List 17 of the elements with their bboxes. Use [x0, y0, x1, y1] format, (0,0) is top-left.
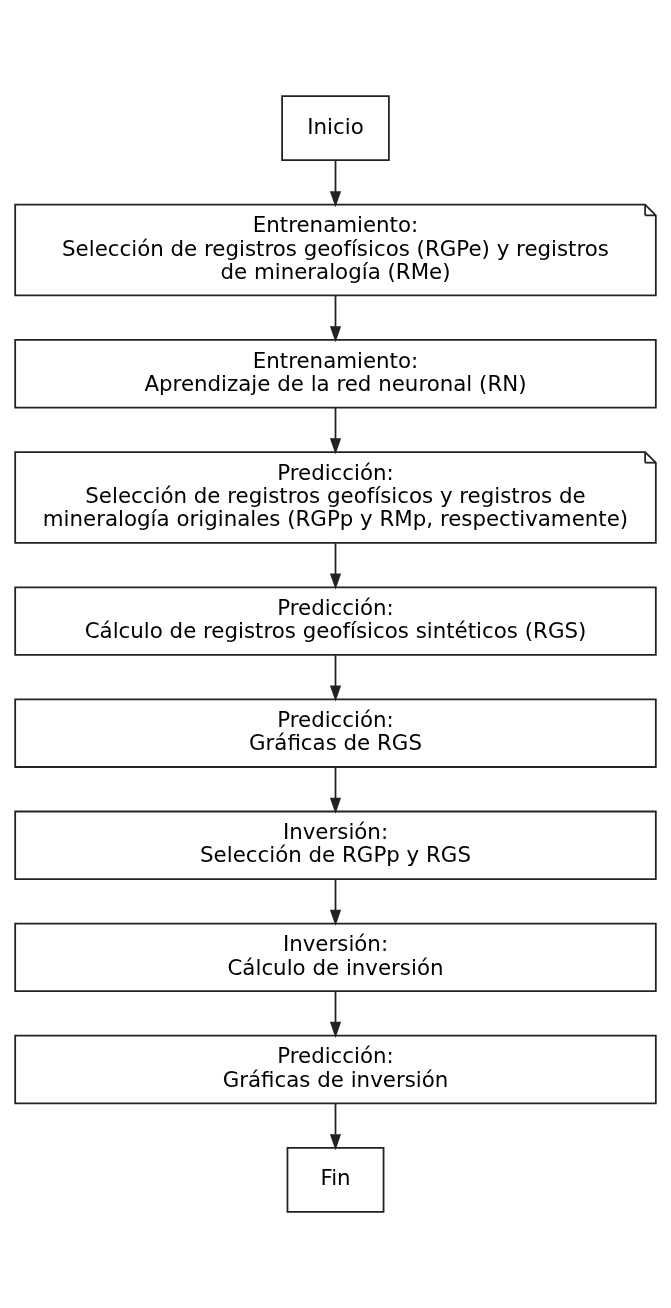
arrow [329, 766, 342, 814]
arrow [329, 990, 342, 1038]
node-box: Inversión: Selección de RGPp y RGS [14, 810, 657, 880]
arrow [329, 1102, 342, 1151]
arrow [329, 406, 342, 455]
node-box: Predicción: Cálculo de registros geofísicos sintéticos (RGS) [14, 586, 657, 656]
node-box: Inversión: Cálculo de inversión [14, 922, 657, 993]
node-box: Fin [286, 1146, 385, 1213]
node-box: Entrenamiento: Aprendizaje de la red neuronal (RN) [14, 339, 657, 409]
arrow [329, 295, 342, 343]
node-box: Predicción: Gráficas de inversión [14, 1034, 657, 1105]
node-box: Predicción: Gráficas de RGS [14, 698, 657, 768]
node-box: Inicio [281, 95, 390, 162]
arrow [329, 878, 342, 926]
arrow [329, 542, 342, 590]
arrow [329, 159, 342, 208]
arrow [329, 654, 342, 702]
